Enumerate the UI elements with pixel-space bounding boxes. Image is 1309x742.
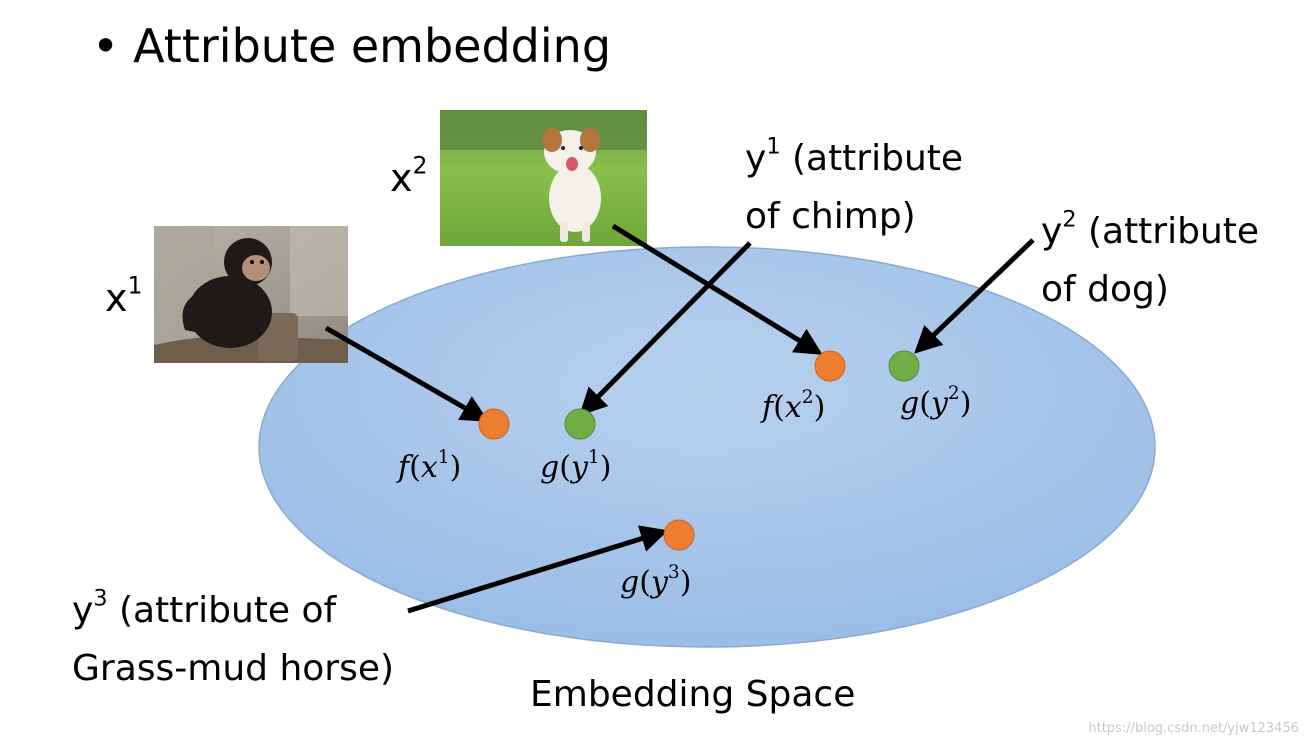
- attr-y2-base: y: [1041, 211, 1063, 252]
- pl-fx1-var: x: [420, 450, 438, 485]
- bullet: •: [92, 19, 120, 73]
- attr-y3-line1: (attribute of: [107, 590, 337, 631]
- arrow-x1: [324, 325, 489, 422]
- point-f-x2: [814, 350, 846, 382]
- slide-title: •Attribute embedding: [92, 18, 611, 74]
- chimpanzee-photo: [154, 226, 348, 363]
- attr-y2-sup: 2: [1062, 206, 1077, 233]
- attr-y1-sup: 1: [766, 133, 781, 160]
- pl-gy3-sup: 3: [667, 562, 680, 584]
- attr-y1-line1: (attribute: [780, 138, 964, 179]
- point-label-f-x2: f(x2): [762, 387, 826, 425]
- input-label-x2-sup: 2: [412, 151, 428, 180]
- attr-y2-line2: of dog): [1041, 269, 1169, 310]
- point-g-y1: [564, 408, 596, 440]
- dog-photo: [440, 110, 647, 246]
- attr-y2-line1: (attribute: [1076, 211, 1260, 252]
- pl-gy2-fn: g: [900, 386, 920, 421]
- attr-y1-base: y: [745, 138, 767, 179]
- slide-title-text: Attribute embedding: [133, 19, 612, 73]
- pl-gy1-var: y: [570, 450, 588, 485]
- point-label-g-y2: g(y2): [900, 383, 972, 421]
- input-label-x1-sup: 1: [127, 271, 143, 300]
- pl-fx2-fn: f: [762, 390, 774, 425]
- pl-gy1-fn: g: [540, 450, 560, 485]
- attribute-label-y1: y1 (attribute of chimp): [745, 130, 963, 246]
- point-label-g-y3: g(y3): [620, 562, 692, 600]
- point-label-f-x1: f(x1): [398, 447, 462, 485]
- arrow-y3: [407, 525, 669, 614]
- input-label-x1: x1: [105, 270, 142, 326]
- attr-y3-line2: Grass-mud horse): [72, 648, 395, 689]
- point-g-y3: [663, 519, 695, 551]
- pl-fx1-sup: 1: [437, 447, 450, 469]
- pl-fx2-var: x: [784, 390, 802, 425]
- arrow-y2: [914, 238, 1035, 354]
- attribute-label-y3: y3 (attribute of Grass-mud horse): [72, 582, 394, 698]
- point-label-g-y1: g(y1): [540, 447, 612, 485]
- input-label-x1-base: x: [105, 276, 128, 320]
- pl-fx1-fn: f: [398, 450, 410, 485]
- pl-gy2-sup: 2: [947, 383, 960, 405]
- point-g-y2: [888, 350, 920, 382]
- input-label-x2-base: x: [390, 156, 413, 200]
- watermark: https://blog.csdn.net/yjw123456: [1088, 721, 1299, 736]
- arrow-y1: [579, 241, 752, 416]
- attr-y3-sup: 3: [93, 585, 108, 612]
- pl-gy3-var: y: [650, 565, 668, 600]
- pl-gy1-sup: 1: [587, 447, 600, 469]
- pl-gy3-fn: g: [620, 565, 640, 600]
- pl-gy2-var: y: [930, 386, 948, 421]
- embedding-space-label: Embedding Space: [530, 674, 856, 715]
- point-f-x1: [478, 408, 510, 440]
- attr-y3-base: y: [72, 590, 94, 631]
- attribute-label-y2: y2 (attribute of dog): [1041, 203, 1259, 319]
- input-label-x2: x2: [390, 150, 427, 206]
- pl-fx2-sup: 2: [801, 387, 814, 409]
- attr-y1-line2: of chimp): [745, 196, 916, 237]
- arrow-x2: [611, 223, 823, 355]
